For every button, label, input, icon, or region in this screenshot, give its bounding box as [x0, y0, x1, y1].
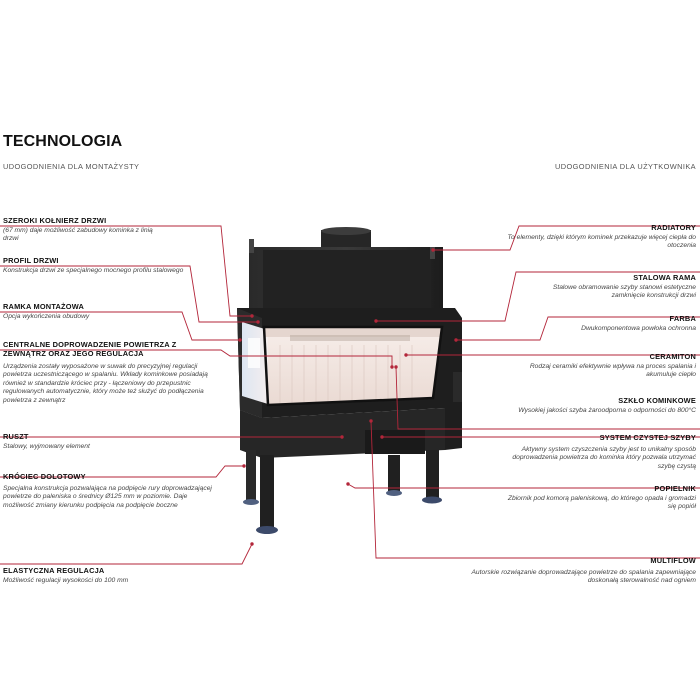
feature-ash-drawer: POPIELNIK Zbiornik pod komorą paleniskow…: [501, 484, 696, 512]
feature-description: Zbiornik pod komorą paleniskową, do któr…: [507, 495, 696, 511]
rear-left-leg: [246, 450, 256, 502]
feature-description: Stalowy, wyjmowany element: [3, 443, 90, 450]
front-right-leg: [426, 450, 439, 500]
flue-pipe: [321, 230, 371, 252]
feature-steel-frame: STALOWA RAMA Stalowe obramowanie szyby s…: [521, 273, 696, 301]
middle-leg: [388, 455, 400, 493]
feature-multiflow: MULTIFLOW Autorskie rozwiązanie doprowad…: [451, 556, 696, 586]
front-left-foot: [256, 526, 278, 534]
feature-title: MULTIFLOW: [650, 556, 696, 565]
feature-paint: FARBA Dwukomponentowa powłoka ochronna: [516, 314, 696, 333]
feature-title: PROFIL DRZWI: [3, 256, 59, 265]
feature-description: Możliwość regulacji wysokości do 100 mm: [3, 577, 129, 584]
feature-mounting-frame: RAMKA MONTAŻOWA Opcja wykończenia obudow…: [3, 302, 173, 321]
feature-title: SZKŁO KOMINKOWE: [618, 396, 696, 405]
right-radiator-fin: [430, 247, 435, 259]
feature-description: Konstrukcja drzwi ze specjalnego mocnego…: [3, 267, 184, 274]
feature-description: Autorskie rozwiązanie doprowadzające pow…: [471, 569, 696, 585]
firebox-baffle: [264, 327, 442, 337]
feature-description: Dwukomponentowa powłoka ochronna: [581, 325, 696, 332]
feature-title: RAMKA MONTAŻOWA: [3, 302, 84, 311]
middle-foot: [386, 490, 402, 496]
feature-title: RADIATORY: [651, 223, 696, 232]
feature-title: KRÓCIEC DOLOTOWY: [3, 472, 86, 481]
feature-central-air-supply: CENTRALNE DOPROWADZENIE POWIETRZA Z ZEWN…: [3, 340, 218, 405]
feature-description: (67 mm) daje możliwość zabudowy kominka …: [3, 227, 153, 243]
feature-title: ELASTYCZNA REGULACJA: [3, 566, 105, 575]
feature-fireplace-glass: SZKŁO KOMINKOWE Wysokiej jakości szyba ż…: [466, 396, 696, 415]
feature-title: SZEROKI KOŁNIERZ DRZWI: [3, 216, 107, 225]
feature-title: STALOWA RAMA: [633, 273, 696, 282]
feature-title: CENTRALNE DOPROWADZENIE POWIETRZA Z ZEWN…: [3, 340, 177, 358]
door-handle: [453, 372, 462, 402]
feature-description: Stalowe obramowanie szyby stanowi estety…: [552, 284, 696, 300]
feature-inlet-connector: KRÓCIEC DOLOTOWY Specjalna konstrukcja p…: [3, 472, 215, 510]
feature-wide-door-flange: SZEROKI KOŁNIERZ DRZWI (67 mm) daje możl…: [3, 216, 153, 244]
feature-description: Rodzaj ceramiki efektywnie wpływa na pro…: [529, 363, 696, 379]
feature-description: Urządzenia zostały wyposażone w suwak do…: [3, 363, 208, 404]
user-benefits-heading: UDOGODNIENIA DLA UŻYTKOWNIKA: [555, 162, 696, 171]
feature-title: CERAMITON: [649, 352, 696, 361]
feature-grate: RUSZT Stalowy, wyjmowany element: [3, 432, 173, 451]
feature-ceramiton: CERAMITON Rodzaj ceramiki efektywnie wpł…: [511, 352, 696, 380]
rear-left-foot: [243, 499, 259, 505]
front-right-foot: [422, 496, 442, 504]
feature-clean-glass-system: SYSTEM CZYSTEJ SZYBY Aktywny system czys…: [501, 433, 696, 471]
feature-description: Wysokiej jakości szyba żaroodporna o odp…: [518, 407, 696, 414]
installer-benefits-heading: UDOGODNIENIA DLA MONTAŻYSTY: [3, 162, 140, 171]
feature-title: FARBA: [669, 314, 696, 323]
feature-title: RUSZT: [3, 432, 29, 441]
ash-drawer: [365, 430, 425, 454]
feature-description: To elementy, dzięki którym kominek przek…: [507, 234, 696, 250]
feature-title: POPIELNIK: [654, 484, 696, 493]
feature-door-profile: PROFIL DRZWI Konstrukcja drzwi ze specja…: [3, 256, 188, 275]
feature-description: Specjalna konstrukcja pozwalająca na pod…: [3, 485, 212, 509]
feature-radiators: RADIATORY To elementy, dzięki którym kom…: [496, 223, 696, 251]
feature-flexible-adjustment: ELASTYCZNA REGULACJA Możliwość regulacji…: [3, 566, 203, 585]
left-radiator-fin: [249, 239, 254, 253]
baffle-shadow: [290, 335, 410, 341]
feature-title: SYSTEM CZYSTEJ SZYBY: [599, 433, 696, 442]
page-title: TECHNOLOGIA: [3, 133, 123, 150]
feature-description: Opcja wykończenia obudowy: [3, 313, 90, 320]
side-glass-highlight: [248, 338, 260, 368]
flue-pipe-top: [321, 227, 371, 235]
top-hood-back: [263, 250, 431, 308]
feature-description: Aktywny system czyszczenia szyby jest to…: [512, 446, 696, 470]
front-left-leg: [260, 455, 274, 530]
